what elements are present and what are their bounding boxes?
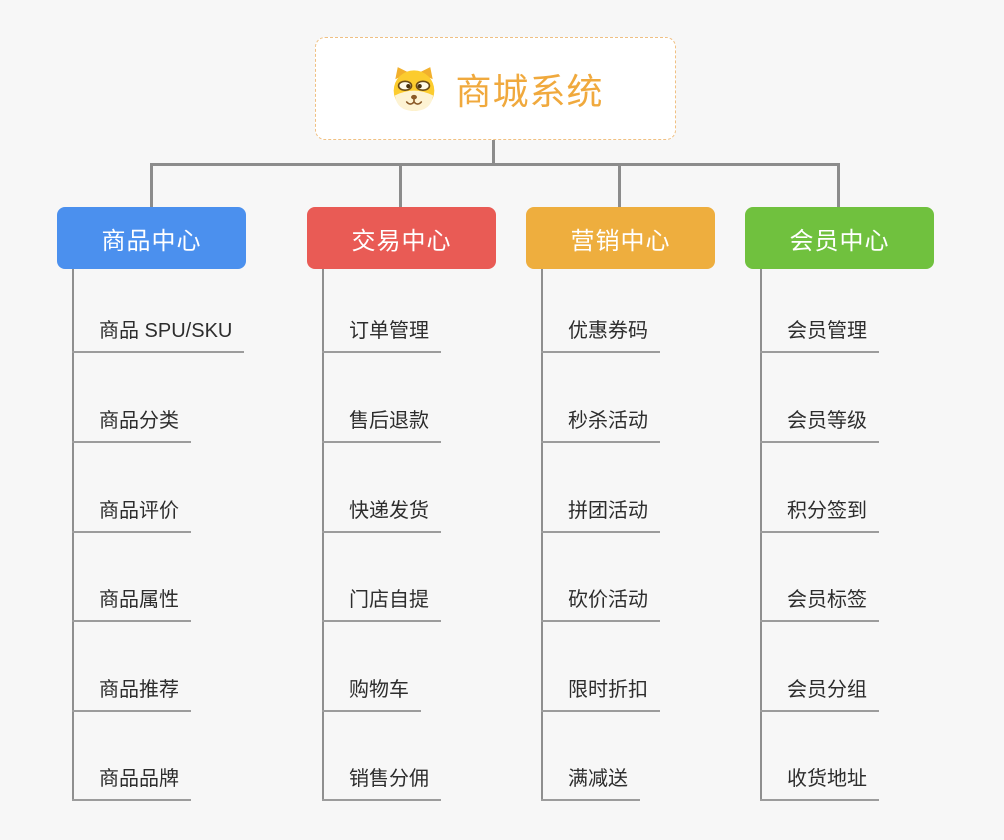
topic-item[interactable]: 商品属性 bbox=[72, 586, 191, 622]
topic-item[interactable]: 商品评价 bbox=[72, 497, 191, 533]
branch-trunk-line bbox=[760, 269, 762, 801]
topic-item[interactable]: 商品 SPU/SKU bbox=[72, 317, 245, 353]
topic-item[interactable]: 拼团活动 bbox=[541, 497, 660, 533]
connector-drop-members bbox=[837, 166, 840, 210]
topic-item[interactable]: 商品推荐 bbox=[72, 676, 191, 712]
topic-item[interactable]: 会员标签 bbox=[760, 586, 879, 622]
branch-trunk-line bbox=[322, 269, 324, 801]
topic-item[interactable]: 满减送 bbox=[541, 765, 640, 801]
root-topic-label: 商城系统 bbox=[455, 70, 604, 112]
root-topic[interactable]: 商城系统 bbox=[315, 37, 676, 140]
topic-item[interactable]: 销售分佣 bbox=[322, 765, 441, 801]
topic-item[interactable]: 会员管理 bbox=[760, 317, 879, 353]
branch-product-center: 商品中心 商品 SPU/SKU 商品分类 商品评价 商品属性 商品推荐 商品品牌 bbox=[57, 207, 297, 817]
topic-item[interactable]: 门店自提 bbox=[322, 586, 441, 622]
topic-item[interactable]: 积分签到 bbox=[760, 497, 879, 533]
connector-drop-marketing bbox=[618, 166, 621, 210]
connector-rail bbox=[150, 163, 840, 166]
connector-root-stem bbox=[492, 140, 495, 163]
branch-marketing-center: 营销中心 优惠券码 秒杀活动 拼团活动 砍价活动 限时折扣 满减送 bbox=[526, 207, 766, 817]
topic-item[interactable]: 收货地址 bbox=[760, 765, 879, 801]
branch-member-center: 会员中心 会员管理 会员等级 积分签到 会员标签 会员分组 收货地址 bbox=[745, 207, 985, 817]
branch-header-marketing-center[interactable]: 营销中心 bbox=[526, 207, 715, 269]
branch-header-trade-center[interactable]: 交易中心 bbox=[307, 207, 496, 269]
branch-trade-center: 交易中心 订单管理 售后退款 快递发货 门店自提 购物车 销售分佣 bbox=[307, 207, 547, 817]
branch-header-product-center[interactable]: 商品中心 bbox=[57, 207, 246, 269]
branch-header-member-center[interactable]: 会员中心 bbox=[745, 207, 934, 269]
topic-item[interactable]: 砍价活动 bbox=[541, 586, 660, 622]
topic-item[interactable]: 限时折扣 bbox=[541, 676, 660, 712]
connector-drop-trade bbox=[399, 166, 402, 210]
topic-item[interactable]: 优惠券码 bbox=[541, 317, 660, 353]
topic-item[interactable]: 商品品牌 bbox=[72, 765, 191, 801]
branch-trunk-line bbox=[72, 269, 74, 801]
topic-item[interactable]: 售后退款 bbox=[322, 407, 441, 443]
topic-item[interactable]: 会员等级 bbox=[760, 407, 879, 443]
dog-face-icon bbox=[387, 63, 441, 115]
topic-item[interactable]: 商品分类 bbox=[72, 407, 191, 443]
topic-item[interactable]: 购物车 bbox=[322, 676, 421, 712]
topic-item[interactable]: 秒杀活动 bbox=[541, 407, 660, 443]
topic-item[interactable]: 订单管理 bbox=[322, 317, 441, 353]
connector-drop-products bbox=[150, 166, 153, 210]
topic-item[interactable]: 快递发货 bbox=[322, 497, 441, 533]
branch-trunk-line bbox=[541, 269, 543, 801]
topic-item[interactable]: 会员分组 bbox=[760, 676, 879, 712]
